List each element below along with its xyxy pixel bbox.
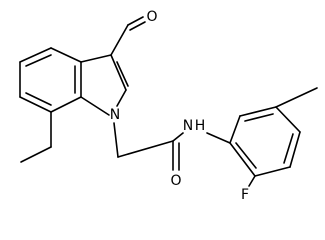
bond-r6-r1-inner [235, 142, 257, 169]
bond-c3-c2-double [116, 61, 129, 87]
bond-c3a-c3 [80, 54, 112, 63]
bond-c3-c2 [110, 54, 127, 91]
bond-c6-c7-inner [25, 92, 52, 106]
atom-labels: O N N H O F [110, 9, 249, 203]
aldehyde-group [110, 16, 146, 56]
bond-r4-r5-inner [283, 133, 294, 164]
bond-n1-c7a [80, 96, 110, 116]
bond-r3-methyl [275, 87, 318, 108]
atom-label-amide-oxygen: O [170, 173, 181, 189]
bond-r2-r3-inner [244, 113, 274, 122]
atom-label-fluorine: F [241, 187, 249, 203]
atom-label-aldehyde-oxygen: O [146, 9, 157, 25]
bond-cho-oxygen [127, 16, 144, 26]
pyrrole-ring [80, 54, 129, 116]
bond-nh-aryl [206, 132, 231, 144]
bond-cho-oxygen-double [129, 21, 146, 31]
bond-n1-ch2 [113, 122, 119, 158]
chemical-structure: O N N H O F [19, 9, 318, 203]
bond-r3-r4 [275, 106, 301, 133]
bond-c4-c5-inner [25, 54, 52, 67]
ring-substituents [248, 87, 318, 187]
bond-r6-fluorine [248, 175, 256, 187]
bond-c3-cho [110, 24, 129, 56]
bond-c2-n1 [116, 89, 127, 107]
phenyl-ring [229, 106, 301, 177]
bond-r1-r2 [229, 115, 241, 144]
bond-c6-c7 [19, 96, 52, 113]
acetamide-linker [113, 122, 231, 171]
ethyl-group [20, 111, 52, 163]
bond-c4-c5 [19, 47, 52, 63]
bond-r4-r5 [289, 131, 301, 168]
bond-ch2-ch3 [20, 146, 52, 163]
bond-r6-r1 [229, 142, 256, 177]
bond-c7-c7a [50, 96, 82, 113]
bond-carbonyl-nh [172, 132, 184, 142]
benzo-ring [19, 47, 82, 113]
bond-r5-r6 [254, 166, 291, 177]
bond-c3a-c4 [50, 47, 82, 63]
bond-r2-r3 [239, 106, 277, 117]
atom-label-amide-nitrogen: N [183, 118, 193, 134]
atom-label-indole-nitrogen: N [110, 107, 120, 123]
atom-label-amide-hydrogen: H [195, 118, 206, 134]
bond-ch2-carbonyl [117, 140, 174, 158]
